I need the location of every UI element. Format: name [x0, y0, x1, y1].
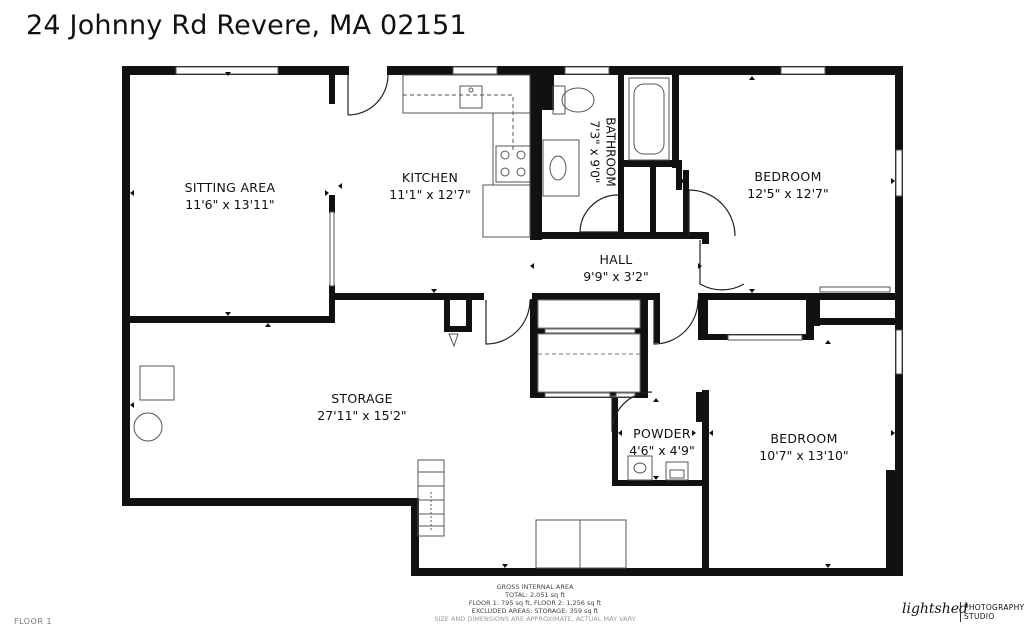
gross-area-total: TOTAL: 2,051 sq ft	[505, 591, 565, 599]
room-dimensions: 12'5" x 12'7"	[747, 186, 829, 201]
room-name: BATHROOM	[603, 117, 618, 187]
room-label-powder: POWDER 4'6" x 4'9"	[620, 425, 704, 459]
room-name: STORAGE	[331, 391, 393, 406]
size-disclaimer: SIZE AND DIMENSIONS ARE APPROXIMATE, ACT…	[434, 615, 636, 623]
storage-fixtures	[133, 333, 627, 569]
room-label-hall: HALL 9'9" x 3'2"	[570, 251, 662, 285]
brand-line-1: PHOTOGRAPHY	[964, 603, 1024, 612]
brand-logo: lightshed PHOTOGRAPHY STUDIO	[902, 598, 1024, 628]
room-label-bedroom-upper: BEDROOM 12'5" x 12'7"	[740, 168, 836, 202]
room-dimensions: 9'9" x 3'2"	[583, 269, 649, 284]
room-name: SITTING AREA	[184, 180, 276, 195]
door-openings	[349, 66, 698, 300]
room-label-storage: STORAGE 27'11" x 15'2"	[312, 390, 412, 424]
brand-studio: PHOTOGRAPHY STUDIO	[964, 603, 1024, 621]
closet-shelves	[537, 299, 641, 393]
room-name: POWDER	[633, 426, 691, 441]
room-label-kitchen: KITCHEN 11'1" x 12'7"	[382, 169, 478, 203]
kitchen-fixtures	[402, 74, 531, 238]
room-name: KITCHEN	[401, 170, 459, 185]
gross-area-floors: FLOOR 1: 795 sq ft, FLOOR 2: 1,256 sq ft	[468, 599, 602, 607]
room-dimensions: 27'11" x 15'2"	[317, 408, 407, 423]
room-name: BEDROOM	[770, 431, 838, 446]
room-dimensions: 7'3" x 9'0"	[587, 120, 602, 184]
room-dimensions: 11'6" x 13'11"	[185, 197, 275, 212]
windows	[175, 66, 903, 398]
room-name: BEDROOM	[754, 169, 822, 184]
floor-label: FLOOR 1	[14, 617, 53, 626]
brand-divider	[960, 602, 961, 622]
bathroom-fixtures	[542, 77, 670, 197]
room-dimensions: 10'7" x 13'10"	[759, 448, 849, 463]
dimension-ticks	[130, 72, 895, 568]
powder-fixtures	[627, 455, 689, 481]
interior-walls	[126, 70, 902, 576]
room-label-bedroom-lower: BEDROOM 10'7" x 13'10"	[752, 430, 856, 464]
brand-line-2: STUDIO	[964, 612, 995, 621]
room-dimensions: 4'6" x 4'9"	[629, 443, 695, 458]
brand-script: lightshed	[902, 601, 969, 617]
room-label-bathroom: BATHROOM 7'3" x 9'0"	[587, 117, 619, 186]
gross-area-title: GROSS INTERNAL AREA	[496, 583, 574, 591]
door-swings	[347, 74, 745, 433]
gross-area-summary: GROSS INTERNAL AREA TOTAL: 2,051 sq ft F…	[390, 583, 680, 623]
room-name: HALL	[599, 252, 633, 267]
gross-area-excluded: EXCLUDED AREAS: STORAGE: 359 sq ft	[471, 607, 599, 615]
room-label-sitting-area: SITTING AREA 11'6" x 13'11"	[172, 179, 288, 213]
room-dimensions: 11'1" x 12'7"	[389, 187, 471, 202]
listing-address: 24 Johnny Rd Revere, MA 02151	[26, 10, 467, 41]
